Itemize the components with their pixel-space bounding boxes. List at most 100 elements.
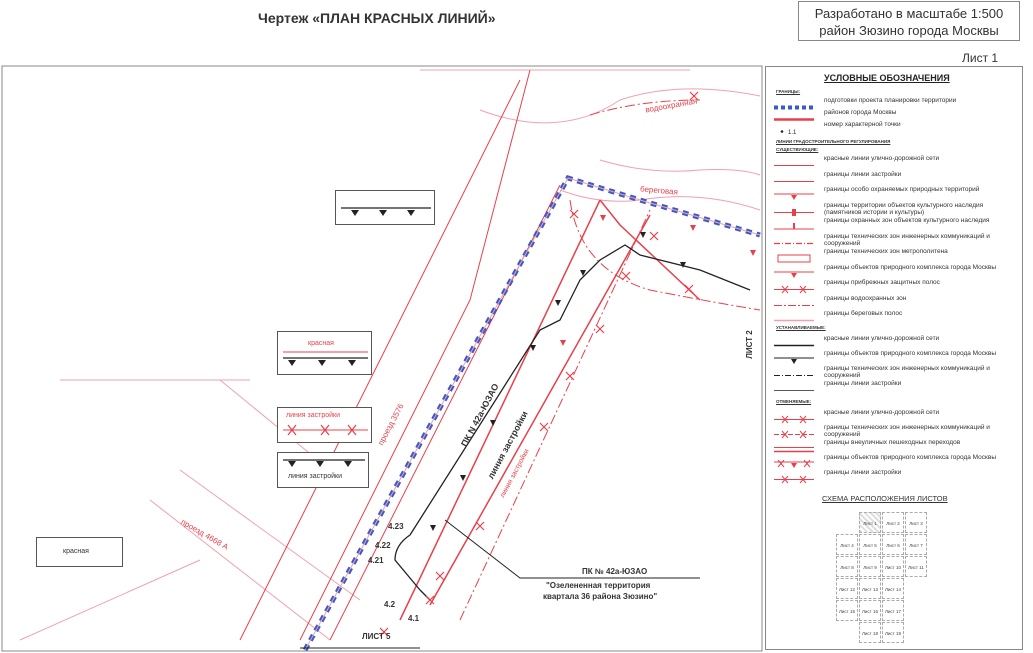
legend-existing-symbol	[774, 204, 814, 216]
symbol-box-triangles	[335, 190, 435, 225]
point-4-21: 4.21	[368, 556, 384, 565]
legend-cancelled-text: границы объектов природного комплекса го…	[824, 454, 996, 461]
legend-existing-row: границы охранных зон объектов культурног…	[774, 217, 1019, 230]
scale-line-2: район Зюзино города Москвы	[819, 23, 999, 38]
legend-cancelled-text: границы внеуличных пешеходных переходов	[824, 439, 961, 446]
symbol-box-liniya-black: линия застройки	[277, 452, 369, 488]
legend-existing-row: границы территории объектов культурного …	[774, 202, 1019, 216]
label-list-2: ЛИСТ 2	[744, 330, 754, 359]
legend-existing-text: границы технических зон метрополитена	[824, 248, 948, 255]
legend-established-text: границы технических зон инженерных комму…	[824, 365, 990, 379]
legend-established-row: красные линии улично-дорожной сети	[774, 335, 1019, 347]
scheme-cell: Лист 6	[882, 534, 904, 555]
legend-existing-row: границы береговых полос	[774, 310, 1019, 322]
scheme-cell: Лист 12	[836, 578, 858, 599]
pk-caption: ПК № 42а-ЮЗАО	[582, 567, 648, 576]
legend-cancelled-symbol	[774, 426, 814, 439]
legend-section-cancelled: ОТМЕНЯЕМЫЕ:	[776, 399, 812, 404]
legend-cancelled-text: красные линии улично-дорожной сети	[824, 409, 940, 416]
red-object-lines	[399, 199, 701, 621]
scheme-cell: Лист 2	[882, 512, 904, 533]
box-krasnaya-left-label: красная	[63, 548, 89, 555]
legend-existing-text: красные линии улично-дорожной сети	[824, 155, 940, 162]
red-x-marks	[379, 91, 699, 637]
scheme-cell: Лист 19	[882, 622, 904, 643]
legend-existing-text: границы особо охраняемых природных терри…	[824, 186, 980, 193]
legend-cancelled-symbol	[774, 456, 814, 468]
symbol-box-liniya-red: линия застройки	[277, 407, 372, 443]
legend-established-row: границы объектов природного комплекса го…	[774, 350, 1019, 364]
scheme-cell: Лист 4	[836, 534, 858, 555]
planning-boundary	[302, 175, 761, 652]
legend-section-established: УСТАНАВЛИВАЕМЫЕ:	[776, 325, 826, 330]
legend-existing-symbol	[774, 188, 814, 200]
pink-lines	[19, 69, 761, 641]
legend-established-symbol	[774, 382, 814, 391]
legend-cancelled-row: красные линии улично-дорожной сети	[774, 409, 1019, 424]
symbol-box-krasnaya: красная	[277, 331, 372, 375]
label-list-5: ЛИСТ 5	[362, 632, 391, 641]
legend-cancelled-text: границы линии застройки	[824, 469, 902, 476]
legend-cancelled-row: границы объектов природного комплекса го…	[774, 454, 1019, 468]
legend-cancelled-symbol	[774, 471, 814, 484]
legend-border-text: районов города Москвы	[824, 109, 897, 116]
legend-section-borders: ГРАНИЦЫ:	[776, 89, 801, 94]
scheme-cell: Лист 15	[836, 600, 858, 621]
legend-existing-text: границы линии застройки	[824, 170, 902, 178]
legend-existing-text: границы прибрежных защитных полос	[824, 279, 940, 286]
point-4-2: 4.2	[384, 600, 396, 609]
legend-border-symbol: 1.1	[774, 123, 814, 136]
legend-title: УСЛОВНЫЕ ОБОЗНАЧЕНИЯ	[824, 73, 950, 83]
legend-existing-text: границы береговых полос	[824, 310, 903, 317]
legend-existing-row: границы технических зон инженерных комму…	[774, 232, 1019, 247]
scheme-cell: Лист 18	[859, 622, 881, 643]
svg-text:1.1: 1.1	[788, 130, 797, 136]
scheme-cell: Лист 14	[882, 578, 904, 599]
drawing-title: Чертеж «ПЛАН КРАСНЫХ ЛИНИЙ»	[258, 10, 496, 26]
area-caption-line-1: "Озелененная территория	[546, 581, 651, 590]
scheme-cell: Лист 5	[859, 534, 881, 555]
scheme-cell: Лист 17	[882, 600, 904, 621]
legend-established-row: границы линии застройки	[774, 380, 1019, 392]
scale-box: Разработано в масштабе 1:500 район Зюзин…	[798, 1, 1020, 41]
legend-border-text: подготовки проекта планировки территории	[824, 97, 957, 104]
leader-line	[444, 519, 700, 579]
legend-border-row: подготовки проекта планировки территории	[774, 97, 1019, 110]
scheme-title: СХЕМА РАСПОЛОЖЕНИЯ ЛИСТОВ	[822, 494, 948, 503]
legend-cancelled-symbol	[774, 411, 814, 424]
legend-existing-row: границы прибрежных защитных полос	[774, 279, 1019, 294]
scheme-cell: Лист 1	[859, 512, 881, 533]
scheme-cell: Лист 7	[905, 534, 927, 555]
legend-established-symbol	[774, 367, 814, 376]
legend-cancelled-row: границы внеуличных пешеходных переходов	[774, 439, 1019, 453]
legend-existing-symbol	[774, 281, 814, 294]
legend-established-symbol	[774, 352, 814, 364]
legend-existing-symbol	[774, 266, 814, 278]
legend-existing-row: границы особо охраняемых природных терри…	[774, 186, 1019, 200]
scheme-cell: Лист 16	[859, 600, 881, 621]
legend-border-symbol	[774, 111, 814, 121]
legend-existing-symbol	[774, 250, 814, 263]
red-dashdot-lines	[459, 99, 761, 621]
black-contour	[394, 244, 751, 601]
legend-existing-text: границы водоохранных зон	[824, 294, 907, 302]
legend-established-text: красные линии улично-дорожной сети	[824, 335, 940, 342]
legend-cancelled-row: границы линии застройки	[774, 469, 1019, 484]
map-frame	[1, 65, 763, 652]
legend-existing-symbol	[774, 312, 814, 322]
legend-existing-row: границы объектов природного комплекса го…	[774, 264, 1019, 278]
red-triangles	[560, 215, 756, 346]
legend-cancelled-symbol	[774, 441, 814, 453]
legend-section-existing: СУЩЕСТВУЮЩИЕ:	[776, 147, 819, 152]
legend-existing-text: границы охранных зон объектов культурног…	[824, 217, 990, 224]
scheme-cell: Лист 11	[905, 556, 927, 577]
point-4-1: 4.1	[408, 614, 420, 623]
legend-existing-row: красные линии улично-дорожной сети	[774, 155, 1019, 167]
legend-existing-text: границы технических зон инженерных комму…	[824, 232, 990, 247]
legend-existing-row: границы технических зон метрополитена	[774, 248, 1019, 263]
scheme-cell: Лист 8	[836, 556, 858, 577]
legend-cancelled-row: границы технических зон инженерных комму…	[774, 424, 1019, 439]
scheme-cell: Лист 9	[859, 556, 881, 577]
